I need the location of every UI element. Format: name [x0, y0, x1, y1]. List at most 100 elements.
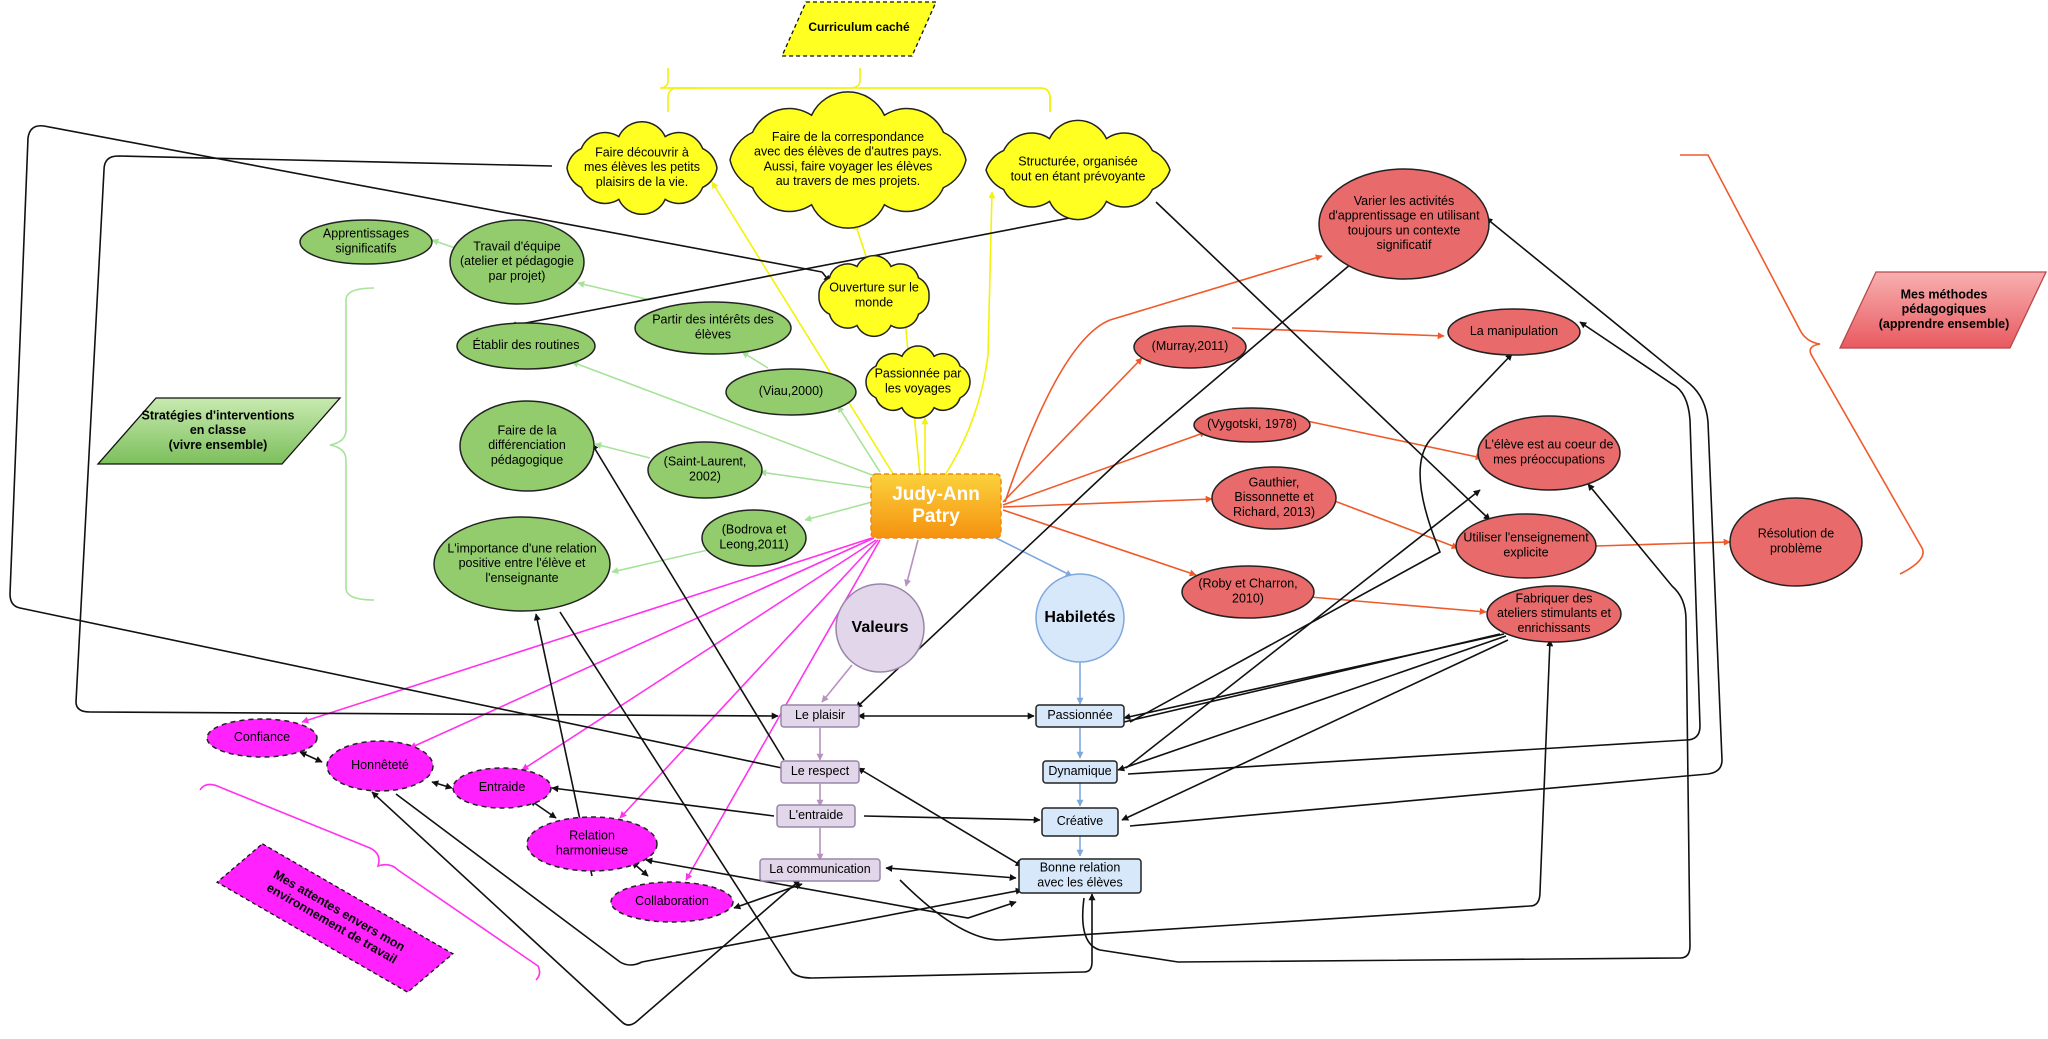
link-ateliers-dynamique	[1117, 635, 1507, 772]
habiletes-creative-label: Créative	[1057, 814, 1104, 828]
hub-valeurs-label: Valeurs	[852, 619, 909, 636]
valeurs-plaisir: Le plaisir	[780, 704, 860, 728]
cloud-passionnee-shape	[865, 345, 971, 419]
red-roby: (Roby et Charron,2010)	[1181, 565, 1315, 619]
red-vygotski: (Vygotski, 1978)	[1193, 407, 1311, 443]
green-differenciation-shape	[459, 400, 595, 492]
link-entraide-creative	[863, 815, 1041, 824]
link-respect-loop	[9, 124, 823, 769]
green-viau-shape	[725, 368, 857, 416]
arrow-center-bodrova	[804, 501, 873, 522]
habiletes-passionnee-shape	[1035, 704, 1125, 728]
magenta-collaboration-label: Collaboration	[635, 894, 709, 908]
red-explicite-shape	[1455, 513, 1597, 579]
valeurs-communication: La communication	[759, 858, 881, 882]
green-saint-laurent: (Saint-Laurent,2002)	[647, 441, 763, 499]
red-murray: (Murray,2011)	[1133, 325, 1247, 369]
habiletes-passionnee-label: Passionnée	[1047, 708, 1112, 722]
cloud-structuree-shape	[985, 119, 1171, 221]
magenta-confiance-label: Confiance	[234, 730, 290, 744]
arrow-center-viau	[837, 405, 881, 473]
arrow-center-entraide	[521, 539, 877, 771]
link-confiance-honnetete	[299, 751, 323, 763]
link-relation-bonne-relation	[645, 857, 1017, 919]
link-entraide-magenta	[551, 785, 775, 817]
valeurs-entraide-label: L'entraide	[789, 808, 844, 822]
arrow-center-honnetete	[409, 537, 875, 749]
link-dynamique-right	[1127, 321, 1701, 775]
link-relation-positive-bonne	[559, 611, 1096, 979]
habiletes-dynamique-label: Dynamique	[1048, 764, 1111, 778]
banner-attentes: Mes attentes envers monenvironnement de …	[215, 842, 455, 994]
link-structuree-routines	[509, 215, 1081, 329]
magenta-relation-shape	[526, 816, 658, 872]
link-bonne-relation-coeur	[1081, 483, 1691, 963]
link-ateliers-passionnee-2	[1123, 633, 1501, 723]
link-creative-varier	[1129, 217, 1723, 827]
magenta-honnetete: Honnêteté	[326, 740, 434, 792]
magenta-entraide-shape	[452, 767, 552, 809]
valeurs-communication-shape	[759, 858, 881, 882]
valeurs-respect: Le respect	[780, 760, 860, 784]
arrow-saint-laurent-differenciation	[594, 442, 651, 459]
hub-habiletes-shape	[1035, 573, 1125, 663]
habiletes-bonne-relation-shape	[1018, 858, 1142, 894]
red-vygotski-label: (Vygotski, 1978)	[1207, 417, 1297, 431]
link-respect-differenciation	[591, 443, 785, 761]
hub-valeurs-shape	[835, 583, 925, 673]
arrow-interets-travail	[577, 281, 651, 301]
link-ateliers-creative	[1121, 639, 1509, 821]
arrow-travail-apprentissages	[431, 238, 456, 249]
magenta-collaboration-shape	[610, 881, 734, 923]
link-structuree-explicite	[1155, 201, 1491, 521]
green-viau-label: (Viau,2000)	[759, 384, 823, 398]
green-saint-laurent-shape	[647, 441, 763, 499]
arrow-explicite-resolution	[1595, 538, 1731, 547]
green-routines-label: Établir des routines	[472, 337, 579, 352]
arrow-bodrova-relation	[611, 549, 709, 575]
green-bodrova-shape	[701, 509, 807, 567]
habiletes-passionnee: Passionnée	[1035, 704, 1125, 728]
link-communication-bonne-relation	[885, 864, 1017, 882]
curriculum-bracket-main	[667, 68, 1051, 112]
link-bottom-ateliers	[899, 639, 1554, 941]
link-petits-plaisirs-plaisir	[75, 155, 779, 720]
arrow-center-confiance	[301, 537, 873, 724]
habiletes-creative: Créative	[1041, 807, 1119, 837]
cloud-ouverture-shape	[818, 254, 930, 338]
red-ateliers-shape	[1486, 585, 1622, 643]
magenta-confiance-shape	[206, 718, 318, 758]
valeurs-entraide-shape	[776, 804, 856, 828]
arrow-center-gauthier	[1002, 495, 1213, 508]
link-collaboration-communication	[733, 882, 803, 910]
habiletes-dynamique-shape	[1042, 760, 1118, 784]
green-saint-laurent-label: (Saint-Laurent,2002)	[664, 455, 747, 484]
green-routines-shape	[456, 322, 596, 370]
arrow-center-routines	[571, 360, 881, 479]
hub-valeurs: Valeurs	[835, 583, 925, 673]
green-viau: (Viau,2000)	[725, 368, 857, 416]
